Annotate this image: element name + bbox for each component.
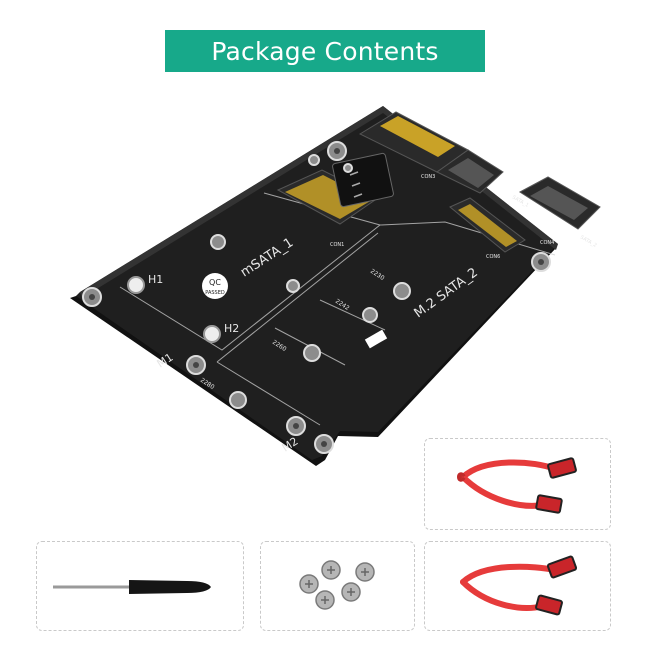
standoff-hole <box>308 154 320 166</box>
passed-text: PASSED <box>205 290 225 296</box>
sata-plug-icon <box>546 555 578 579</box>
accessory-screws <box>260 541 415 631</box>
sata2-label: SATA_2 <box>579 235 598 249</box>
accessory-sata-cable-1 <box>424 438 611 530</box>
standoff-hole <box>210 234 226 250</box>
qc-text: QC <box>209 278 221 287</box>
qc-sticker <box>202 273 228 299</box>
h2-label: H2 <box>224 322 239 335</box>
standoff-hole <box>286 279 300 293</box>
standoff-hole <box>229 391 247 409</box>
sata-plug-icon <box>535 594 563 616</box>
sata-connector-right <box>519 176 601 230</box>
h1-label: H1 <box>148 273 163 286</box>
standoff-hole <box>303 344 321 362</box>
sata-plug-icon <box>535 494 563 514</box>
standoff-hole <box>362 307 378 323</box>
accessory-sata-cable-2 <box>424 541 611 631</box>
sata-plug-icon <box>547 457 577 479</box>
con3-label: CON3 <box>421 174 435 180</box>
con4-label: CON4 <box>540 240 554 246</box>
h2-hole <box>203 325 221 343</box>
standoff-hole <box>343 163 353 173</box>
m2-slot <box>449 197 526 253</box>
white-label <box>364 329 388 349</box>
con6-label: CON6 <box>486 254 500 260</box>
package-contents-title: Package Contents <box>165 30 485 72</box>
con1-label: CON1 <box>330 242 344 248</box>
accessory-screwdriver <box>36 541 244 631</box>
sata-connector-con3 <box>358 111 504 194</box>
standoff-hole <box>393 282 411 300</box>
h1-hole <box>127 276 145 294</box>
screwdriver-handle <box>129 580 211 594</box>
